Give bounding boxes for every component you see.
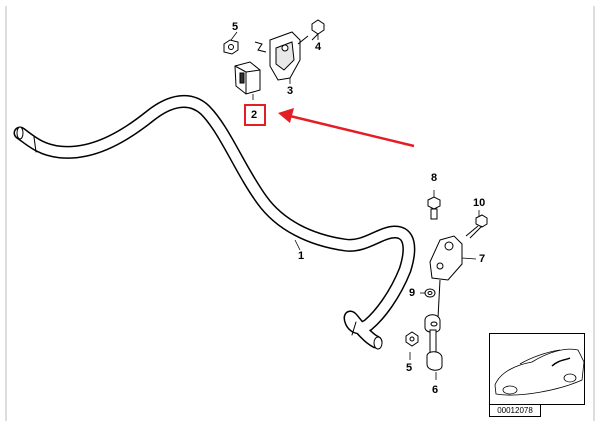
inset-code: 00012078 bbox=[489, 404, 541, 417]
label-screw-holder: 10 bbox=[473, 197, 486, 209]
highlight-box bbox=[244, 104, 266, 126]
inset-car bbox=[494, 348, 585, 396]
label-rubber-mounting: 2 bbox=[251, 109, 258, 121]
bolt-holder bbox=[427, 196, 441, 220]
stabilizer-bar bbox=[13, 94, 416, 350]
rubber-mounting bbox=[234, 61, 261, 95]
label-holder: 7 bbox=[479, 253, 486, 265]
link bbox=[424, 314, 443, 371]
nut-holder bbox=[424, 288, 436, 298]
bolt-top bbox=[297, 19, 325, 45]
label-stabilizer-bar: 1 bbox=[298, 250, 305, 262]
label-nut-link: 5 bbox=[406, 362, 413, 374]
nut-top bbox=[223, 39, 239, 55]
bracket bbox=[254, 31, 301, 81]
label-bracket: 3 bbox=[287, 85, 294, 97]
screw-holder bbox=[465, 214, 488, 239]
holder bbox=[429, 235, 463, 319]
label-nut-top: 5 bbox=[232, 21, 239, 33]
label-bolt-top: 4 bbox=[315, 41, 322, 53]
nut-link bbox=[405, 331, 419, 347]
label-nut-holder: 9 bbox=[409, 287, 416, 299]
label-bolt-holder: 8 bbox=[431, 172, 438, 184]
red-arrow bbox=[278, 108, 415, 148]
label-link: 6 bbox=[432, 384, 439, 396]
